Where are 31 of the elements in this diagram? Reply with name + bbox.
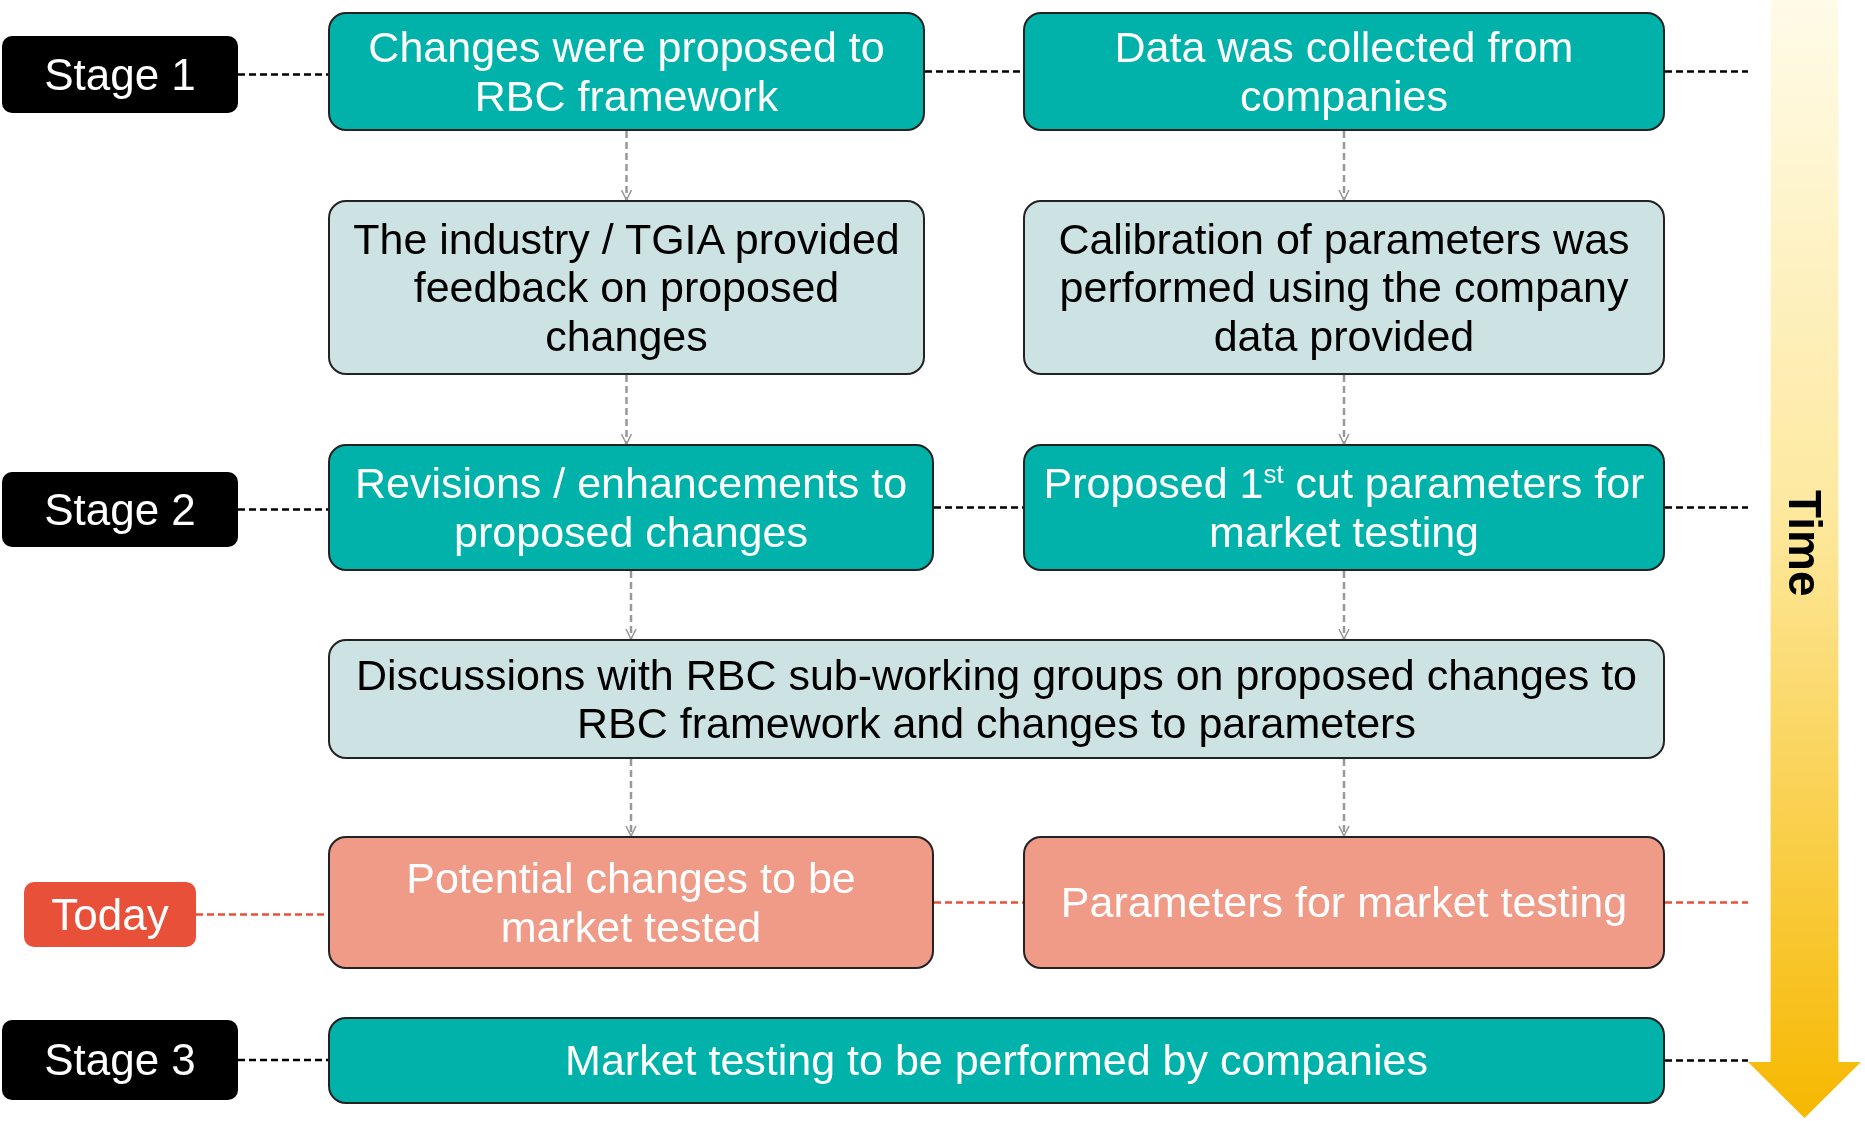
process-box: Changes were proposed to RBC framework: [328, 12, 925, 131]
arrow: [1338, 759, 1350, 837]
arrow: [1338, 131, 1350, 201]
arrow: [1338, 375, 1350, 445]
arrow: [620, 375, 633, 445]
arrow: [625, 759, 637, 837]
process-box: Data was collected from companies: [1023, 12, 1665, 131]
timeline-connector: [1665, 901, 1748, 904]
timeline-connector: [238, 1058, 328, 1062]
process-box: The industry / TGIA provided feedback on proposed changes: [328, 200, 925, 375]
process-box: Potential changes to be market tested: [328, 836, 934, 969]
stage-label: Stage 1: [2, 36, 238, 113]
timeline-connector: [238, 73, 328, 76]
arrow: [620, 131, 633, 201]
process-box: Revisions / enhancements to proposed changes: [328, 444, 934, 571]
timeline-connector: [925, 70, 1023, 73]
process-box: Market testing to be performed by companies: [328, 1017, 1665, 1104]
timeline-connector: [238, 508, 328, 511]
process-box: Discussions with RBC sub-working groups on proposed changes to RBC framework and changes to parameters: [328, 639, 1665, 759]
time-label: Time: [1782, 490, 1828, 597]
timeline-connector: [1665, 506, 1748, 509]
today-label: Today: [24, 882, 196, 947]
timeline-connector: [1665, 1059, 1748, 1062]
timeline-connector: [1665, 70, 1748, 73]
stage-label: Stage 3: [2, 1020, 238, 1100]
arrow: [625, 571, 637, 640]
process-box: Calibration of parameters was performed using the company data provided: [1023, 200, 1665, 375]
stage-label: Stage 2: [2, 472, 238, 547]
process-box: Parameters for market testing: [1023, 836, 1665, 969]
process-box: Proposed 1$^{st}$ cut parameters for market testing: [1023, 444, 1665, 571]
arrow: [1338, 571, 1350, 640]
